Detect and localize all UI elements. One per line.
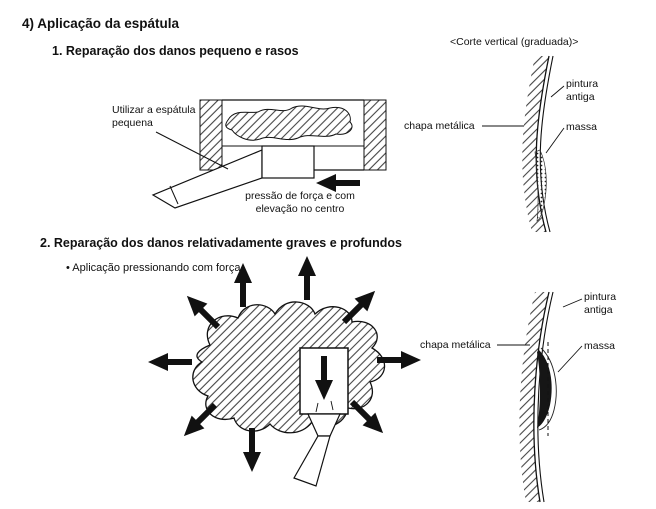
old-paint-label-bottom: pintura antiga <box>584 291 617 317</box>
putty-stipple <box>534 149 547 222</box>
pointer-line <box>562 298 583 308</box>
diagram-small-repair <box>151 99 387 209</box>
metal-sheet-label-bottom: chapa metálica <box>420 339 491 351</box>
bump-outline <box>538 347 557 431</box>
cross-section-top <box>482 55 565 233</box>
label-line: Utilizar a espátula <box>112 104 196 116</box>
putty-scribble <box>225 105 353 141</box>
page-heading: 4) Aplicação da espátula <box>22 16 180 31</box>
pointer-line <box>155 131 229 170</box>
label-line: pequena <box>112 117 153 130</box>
metal-sheet-label-top: chapa metálica <box>404 120 475 132</box>
cross-section-bottom <box>497 291 583 503</box>
putty-label-top: massa <box>566 121 597 133</box>
pointer-line <box>550 85 565 98</box>
section2-title: 2. Reparação dos danos relativadamente g… <box>40 236 402 250</box>
section1-title: 1. Reparação dos danos pequeno e rasos <box>52 44 299 58</box>
old-paint-label-top: pintura antiga <box>566 78 599 104</box>
cut-vertical-title: <Corte vertical (graduada)> <box>450 36 579 48</box>
pointer-line <box>545 127 565 154</box>
spatula-small <box>151 145 315 209</box>
label-line: elevação no centro <box>255 203 345 216</box>
diagram-deep-repair <box>148 256 421 487</box>
pointer-line <box>557 345 583 373</box>
pressure-label: pressão de força e com elevação no centr… <box>240 190 360 216</box>
putty-label-bottom: massa <box>584 340 615 352</box>
putty-blob <box>192 301 386 434</box>
spatula-pressing <box>293 347 349 487</box>
spatula-usage-label: Utilizar a espátula pequena <box>112 104 195 130</box>
label-line: pressão de força e com <box>245 190 355 202</box>
section2-bullet: • Aplicação pressionando com força <box>66 262 241 274</box>
